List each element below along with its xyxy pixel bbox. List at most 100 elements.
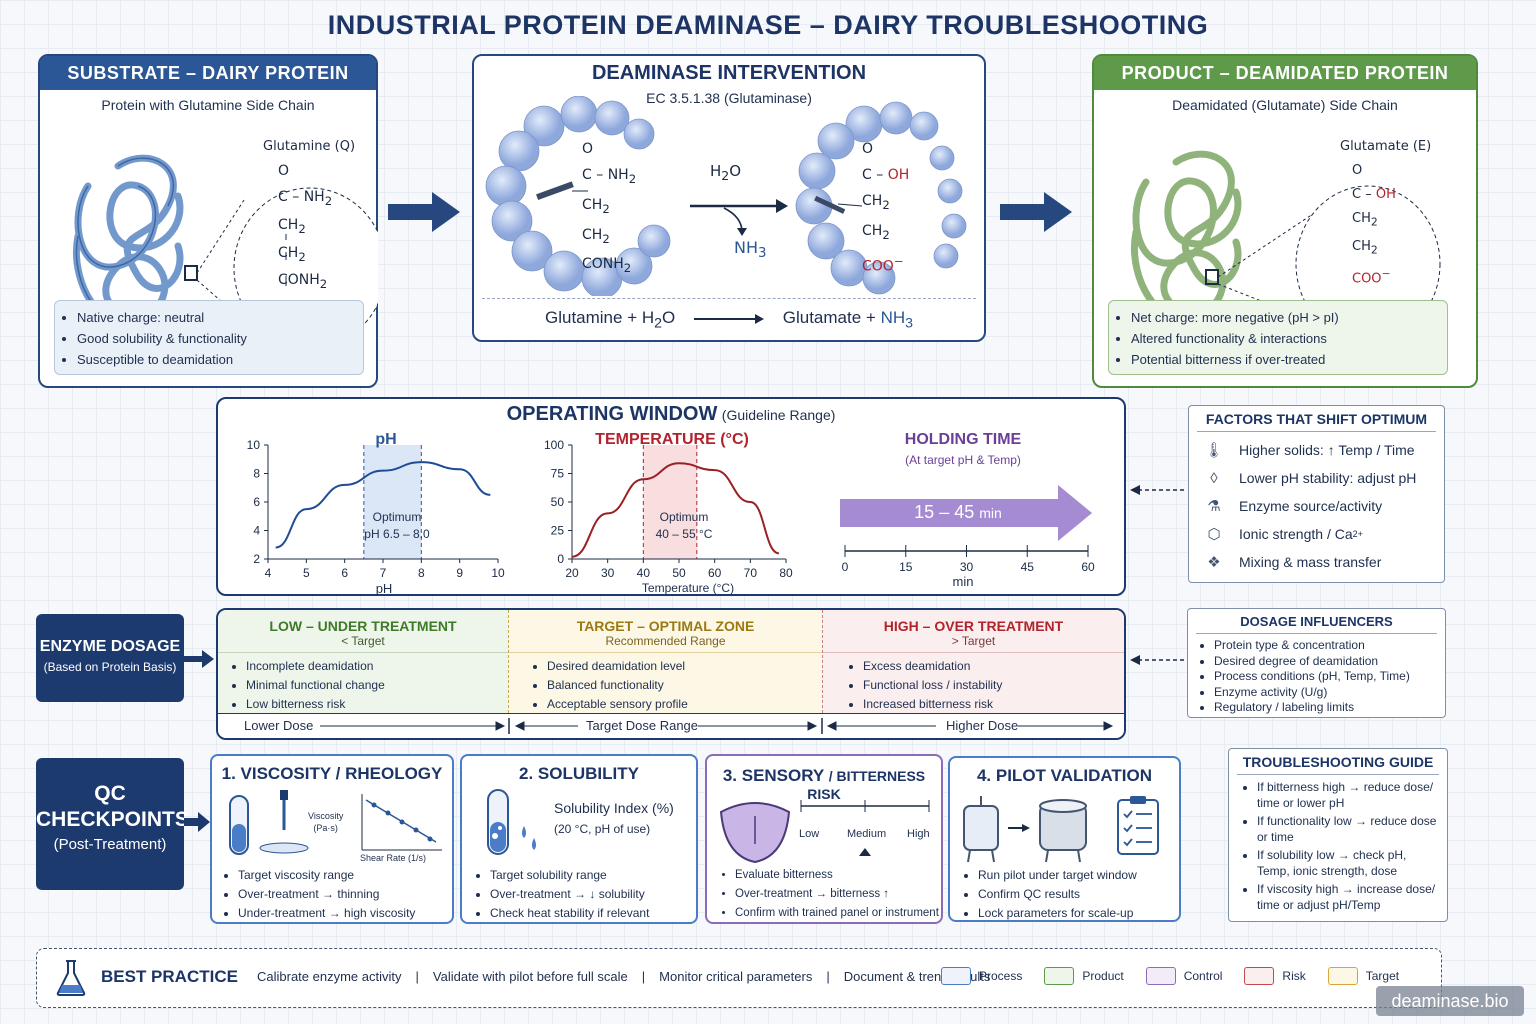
glutamine-structure-enzyme: O C – NH2 CH2 CH2 CONH2 <box>582 141 637 276</box>
dosage-zone-high: HIGH – OVER TREATMENT > Target Excess de… <box>822 610 1124 713</box>
influencers-header: DOSAGE INFLUENCERS <box>1196 609 1437 634</box>
y-tick-label: 25 <box>551 524 565 538</box>
product-subtitle: Deamidated (Glutamate) Side Chain <box>1172 97 1398 113</box>
qc-sensory-card: 3. SENSORY / BITTERNESS RISK Low Medium … <box>705 754 943 924</box>
ph-axis-label: pH <box>375 581 393 596</box>
x-tick-label: 50 <box>672 566 686 580</box>
factors-panel: FACTORS THAT SHIFT OPTIMUM 🌡Higher solid… <box>1188 405 1445 583</box>
glutamate-structure-enzyme: O C – OH CH2 CH2 COO− <box>862 141 910 275</box>
factors-header: FACTORS THAT SHIFT OPTIMUM <box>1197 406 1436 432</box>
best-practice-label: BEST PRACTICE <box>101 967 238 986</box>
x-tick-label: 8 <box>418 566 425 580</box>
pilot-title: 4. PILOT VALIDATION <box>976 766 1153 785</box>
y-tick-label: 2 <box>253 552 260 566</box>
substrate-notes: Native charge: neutral Good solubility &… <box>54 300 364 375</box>
x-tick-label: 5 <box>303 566 310 580</box>
y-tick-label: 10 <box>247 438 261 452</box>
viscosity-illustration <box>229 790 442 855</box>
reaction-equation: Glutamine + H2O Glutamate + NH3 <box>544 308 914 332</box>
flask-icon <box>56 960 86 996</box>
target-dose-label: Target Dose Range <box>586 718 699 733</box>
viscosity-axis-label: Viscosity(Pa·s) <box>308 811 344 833</box>
best-practice-bar: BEST PRACTICE Calibrate enzyme activity|… <box>36 948 1442 1008</box>
page-title: INDUSTRIAL PROTEIN DEAMINASE – DAIRY TRO… <box>327 10 1209 40</box>
sensory-illustration <box>719 800 930 864</box>
dashed-arrow-left-icon <box>1130 485 1186 495</box>
temperature-axis-label: Temperature (°C) <box>641 581 735 595</box>
glutamine-structure: O C – NH2 CH2 CH2 CONH2 <box>278 163 333 292</box>
x-tick-label: 10 <box>491 566 505 580</box>
y-tick-label: 0 <box>557 552 564 566</box>
x-tick-label: 6 <box>341 566 348 580</box>
best-practice-items: Calibrate enzyme activity| Validate with… <box>257 969 991 984</box>
dashed-arrow-left-icon <box>1130 655 1186 665</box>
ammonia-label: NH3 <box>734 238 767 262</box>
substrate-panel: SUBSTRATE – DAIRY PROTEIN Protein with G… <box>38 54 378 388</box>
dosage-influencers-panel: DOSAGE INFLUENCERS Protein type & concen… <box>1187 608 1446 718</box>
x-tick-label: 45 <box>1021 560 1035 574</box>
solubility-index: Solubility Index (%) <box>554 800 674 816</box>
factor-item: 🌡Higher solids: ↑ Temp / Time <box>1204 442 1415 459</box>
arrow-right-icon <box>388 192 460 232</box>
holding-time-label: HOLDING TIME <box>904 431 1022 448</box>
legend-item-target: Target <box>1327 967 1399 985</box>
arrow-right-icon <box>1000 192 1072 232</box>
operating-window-title: OPERATING WINDOW (Guideline Range) <box>506 403 836 425</box>
holding-time-range: 15 – 45 min <box>914 502 1002 522</box>
qc-checkpoints-label: QC CHECKPOINTS (Post-Treatment) <box>36 758 189 890</box>
x-tick-label: 30 <box>960 560 974 574</box>
solubility-title: 2. SOLUBILITY <box>519 764 639 783</box>
deaminase-header: DEAMINASE INTERVENTION <box>591 62 867 84</box>
y-tick-label: 4 <box>253 524 260 538</box>
arrow-right-icon <box>184 812 210 832</box>
enzyme-dosage-label: ENZYME DOSAGE (Based on Protein Basis) <box>36 614 184 702</box>
series-line <box>275 461 491 549</box>
dosage-panel: LOW – UNDER TREATMENT < Target Incomplet… <box>216 608 1126 740</box>
product-panel: PRODUCT – DEAMIDATED PROTEIN Deamidated … <box>1092 54 1478 388</box>
x-tick-label: 60 <box>708 566 722 580</box>
holding-axis-label: min <box>952 574 974 589</box>
x-tick-label: 60 <box>1081 560 1095 574</box>
legend: Process Product Control Risk Target <box>941 967 1399 985</box>
x-tick-label: 30 <box>601 566 615 580</box>
legend-item-product: Product <box>1044 967 1124 985</box>
glutamine-label: Glutamine (Q) <box>263 139 356 154</box>
factor-item: ❖Mixing & mass transfer <box>1189 548 1444 576</box>
x-tick-label: 80 <box>779 566 793 580</box>
watermark: deaminase.bio <box>1376 986 1524 1016</box>
factor-item: ⚗Enzyme source/activity <box>1189 492 1444 520</box>
x-tick-label: 0 <box>842 560 849 574</box>
sensory-low: Low <box>799 828 820 840</box>
legend-item-control: Control <box>1145 967 1222 985</box>
product-header: PRODUCT – DEAMIDATED PROTEIN <box>1094 56 1476 90</box>
drop-icon: ◊ <box>1210 469 1218 487</box>
x-tick-label: 70 <box>744 566 758 580</box>
thermometer-icon: 🌡 <box>1204 442 1224 459</box>
x-tick-label: 7 <box>380 566 387 580</box>
x-tick-label: 4 <box>265 566 272 580</box>
x-tick-label: 15 <box>899 560 913 574</box>
x-tick-label: 20 <box>565 566 579 580</box>
dosage-zone-low: LOW – UNDER TREATMENT < Target Incomplet… <box>218 610 508 713</box>
qc-viscosity-card: 1. VISCOSITY / RHEOLOGY Viscosity(Pa·s) … <box>210 754 454 924</box>
ec-number: EC 3.5.1.38 (Glutaminase) <box>646 90 812 106</box>
test-tube-icon <box>487 789 536 855</box>
ion-icon: ⬡ <box>1207 526 1221 543</box>
glutamate-label: Glutamate (E) <box>1340 139 1432 154</box>
y-tick-label: 6 <box>253 495 260 509</box>
y-tick-label: 75 <box>551 467 565 481</box>
arrow-right-icon <box>184 650 214 668</box>
factor-item: ◊Lower pH stability: adjust pH <box>1189 464 1444 492</box>
product-notes: Net charge: more negative (pH > pI) Alte… <box>1108 300 1448 375</box>
enzyme-illustration <box>485 96 967 296</box>
sensory-title: 3. SENSORY / BITTERNESS RISK <box>722 766 926 802</box>
y-tick-label: 50 <box>551 495 565 509</box>
holding-time-chart: 0 15 30 45 60 <box>840 485 1095 574</box>
y-tick-label: 8 <box>253 467 260 481</box>
viscosity-title: 1. VISCOSITY / RHEOLOGY <box>221 764 443 783</box>
y-tick-label: 100 <box>544 438 564 452</box>
